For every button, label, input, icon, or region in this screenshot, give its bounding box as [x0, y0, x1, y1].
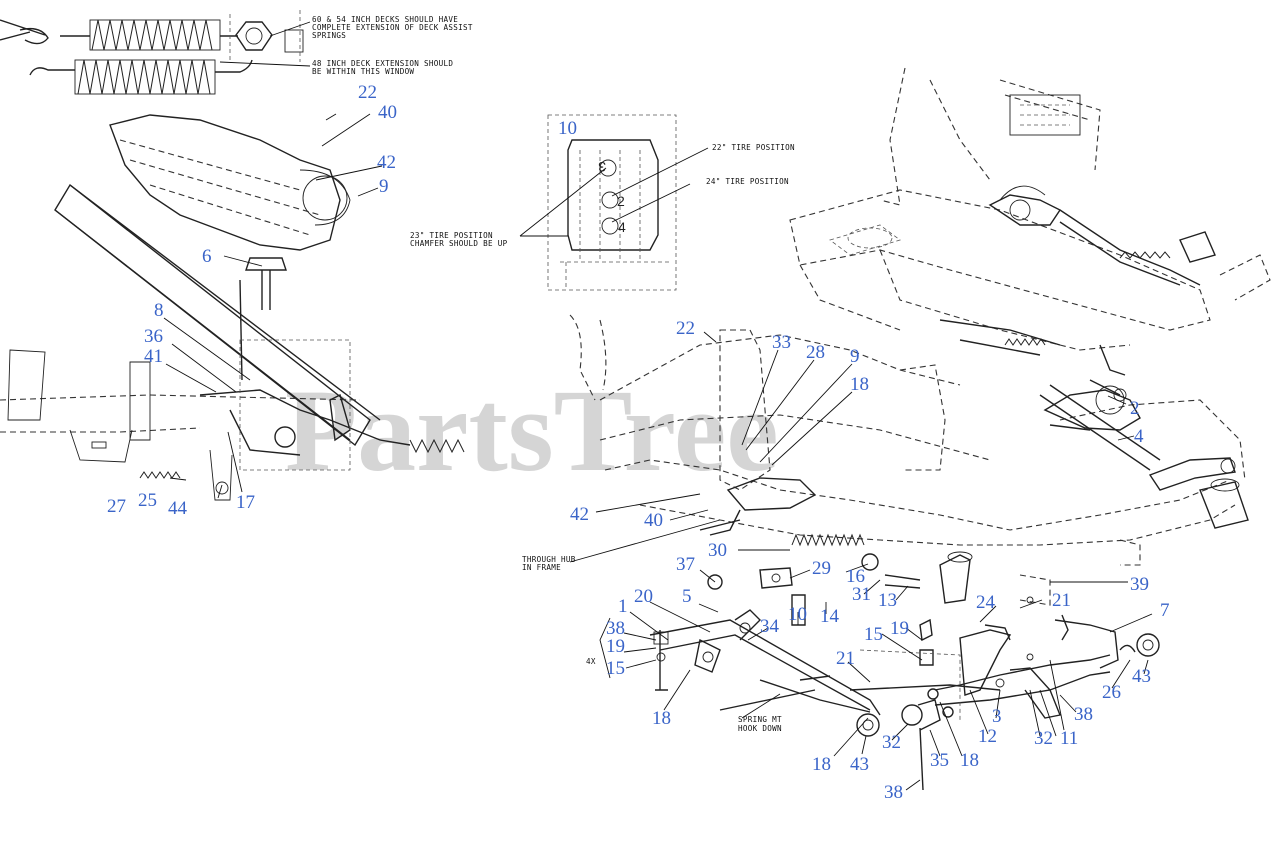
bracket-hole-2: 2	[617, 193, 625, 209]
callout-15-mid: 15	[864, 624, 883, 645]
bracket-hole-4: 4	[618, 219, 626, 235]
callout-39: 39	[1130, 574, 1149, 595]
callout-30: 30	[708, 540, 727, 561]
callout-13: 13	[878, 590, 897, 611]
callout-9-mid: 9	[850, 346, 860, 367]
callout-38-left: 38	[606, 618, 625, 639]
callout-22-mid: 22	[676, 318, 695, 339]
callout-14: 14	[820, 606, 840, 627]
callout-18-low1: 18	[812, 754, 831, 775]
tire-23-note-line2: CHAMFER SHOULD BE UP	[410, 239, 508, 248]
callout-7: 7	[1160, 600, 1170, 621]
deck-assist-note-line1: 60 & 54 INCH DECKS SHOULD HAVE	[312, 15, 458, 24]
callout-38-low: 38	[884, 782, 903, 803]
callout-21-right: 21	[1052, 590, 1071, 611]
part-callouts: 22 40 42 9 6 8 36 41 27 25 44 17 10 22 3…	[107, 82, 1170, 803]
callout-18-mid: 18	[850, 374, 869, 395]
callout-25: 25	[138, 490, 157, 511]
qty-4x-note: 4X	[586, 657, 596, 666]
callout-15-left: 15	[606, 658, 625, 679]
callout-26: 26	[1102, 682, 1121, 703]
deck-48-note-line2: BE WITHIN THIS WINDOW	[312, 67, 414, 76]
callout-38-right: 38	[1074, 704, 1093, 725]
deck-assist-note-line3: SPRINGS	[312, 31, 346, 40]
callout-37: 37	[676, 554, 695, 575]
callout-42-top: 42	[377, 152, 396, 173]
callout-42-mid: 42	[570, 504, 589, 525]
callout-31: 31	[852, 584, 871, 605]
callout-6: 6	[202, 246, 212, 267]
lift-linkage-assembly	[649, 609, 1160, 791]
through-hub-note-line1: THROUGH HUB	[522, 555, 576, 564]
callout-11: 11	[1060, 728, 1078, 749]
callout-33: 33	[772, 332, 791, 353]
callout-27: 27	[107, 496, 126, 517]
lower-notes: THROUGH HUB IN FRAME SPRING MT HOOK DOWN…	[522, 555, 782, 733]
callout-32-low: 32	[882, 732, 901, 753]
callout-10-low: 10	[788, 604, 807, 625]
callout-22-top: 22	[358, 82, 377, 103]
spring-mt-note-line1: SPRING MT	[738, 715, 782, 724]
callout-43-low: 43	[850, 754, 869, 775]
callout-12: 12	[978, 726, 997, 747]
main-frame-assembly	[569, 314, 1249, 626]
deck-48-note-line1: 48 INCH DECK EXTENSION SHOULD	[312, 59, 453, 68]
callout-35: 35	[930, 750, 949, 771]
spring-mt-note-line2: HOOK DOWN	[738, 724, 782, 733]
callout-24: 24	[976, 592, 996, 613]
callout-18-left: 18	[652, 708, 671, 729]
callout-9-top: 9	[379, 176, 389, 197]
tire-22-note: 22" TIRE POSITION	[712, 143, 795, 152]
callout-19-mid: 19	[890, 618, 909, 639]
callout-leaders	[163, 113, 1153, 791]
callout-17: 17	[236, 492, 255, 513]
callout-1: 1	[618, 596, 628, 617]
callout-18-low2: 18	[960, 750, 979, 771]
callout-41: 41	[144, 346, 163, 367]
callout-4: 4	[1134, 426, 1144, 447]
callout-16: 16	[846, 566, 865, 587]
callout-43-right: 43	[1132, 666, 1151, 687]
deck-assist-spring-detail: 60 & 54 INCH DECKS SHOULD HAVE COMPLETE …	[0, 10, 473, 95]
callout-32-right: 32	[1034, 728, 1053, 749]
lift-handle-assembly	[0, 114, 465, 501]
deck-assist-note-line2: COMPLETE EXTENSION OF DECK ASSIST	[312, 23, 473, 32]
tire-24-note: 24" TIRE POSITION	[706, 177, 789, 186]
tire-position-bracket-detail: 3 2 4 22" TIRE POSITION 24" TIRE POSITIO…	[410, 114, 795, 291]
tire-23-note-line1: 23" TIRE POSITION	[410, 231, 493, 240]
callout-3: 3	[992, 706, 1002, 727]
callout-10-bracket: 10	[558, 118, 577, 139]
callout-8: 8	[154, 300, 164, 321]
callout-40-top: 40	[378, 102, 397, 123]
callout-29: 29	[812, 558, 831, 579]
through-hub-note-line2: IN FRAME	[522, 563, 561, 572]
callout-5: 5	[682, 586, 692, 607]
callout-36: 36	[144, 326, 163, 347]
tractor-frame-overview	[789, 67, 1271, 402]
bracket-hole-3: 3	[598, 159, 606, 175]
callout-20: 20	[634, 586, 653, 607]
callout-40-mid: 40	[644, 510, 663, 531]
watermark: PartsTree	[285, 365, 779, 496]
callout-19-left: 19	[606, 636, 625, 657]
callout-21-mid: 21	[836, 648, 855, 669]
callout-44: 44	[168, 498, 188, 519]
callout-28: 28	[806, 342, 825, 363]
callout-34: 34	[760, 616, 780, 637]
callout-2: 2	[1130, 398, 1140, 419]
